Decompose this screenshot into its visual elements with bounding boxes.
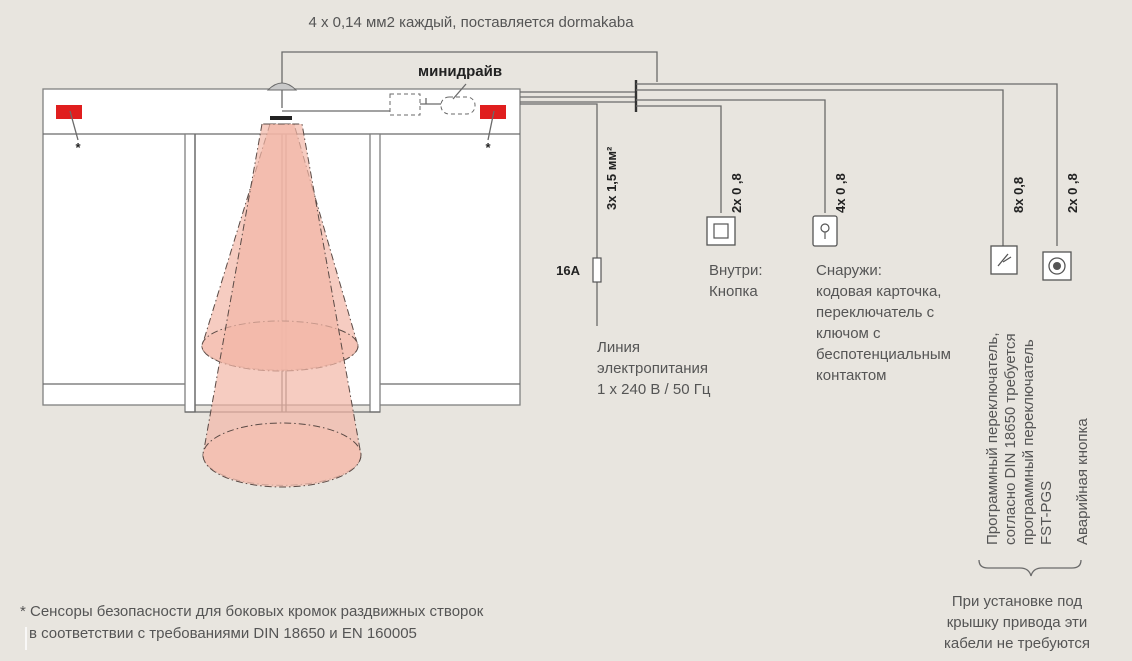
detection-field	[201, 123, 362, 488]
outside-label-4: ключом с	[816, 325, 881, 342]
outside-label-3: переключатель с	[816, 304, 935, 321]
emergency-button-dot	[1053, 262, 1061, 270]
outside-label-2: кодовая карточка,	[816, 283, 941, 300]
program-switch-knob	[997, 253, 1012, 267]
outside-label-6: контактом	[816, 367, 887, 384]
drive-unit-box	[389, 93, 421, 116]
program-label-1: Программный переключатель,	[984, 332, 1001, 545]
inside-label-2: Кнопка	[709, 283, 758, 300]
drive-motor-box	[440, 96, 476, 115]
footnote-line-1: * Сенсоры безопасности для боковых кромо…	[20, 603, 484, 620]
outside-switch-cable	[636, 99, 826, 213]
radar-sensor-icon	[266, 82, 298, 91]
emergency-label: Аварийная кнопка	[1074, 418, 1091, 545]
brace-note-3: кабели не требуются	[944, 635, 1090, 652]
key-switch-icon	[812, 215, 838, 247]
program-label-4: FST-PGS	[1038, 481, 1055, 545]
inside-cable-label: 2x 0 ,8	[729, 173, 744, 213]
left-edge-sensor	[56, 105, 82, 119]
right-sensor-leader	[487, 110, 495, 141]
outer-detection-ellipse	[202, 422, 362, 488]
outside-label-1: Снаружи:	[816, 262, 882, 279]
power-cable-label: 3x 1,5 мм²	[604, 146, 619, 210]
power-label-2: электропитания	[597, 360, 708, 377]
inside-button-cable	[636, 105, 722, 213]
emergency-button-ring	[1048, 257, 1066, 275]
top-cable-label: 4 x 0,14 мм2 каждый, поставляется dormak…	[308, 14, 634, 31]
footnote-line-2: в соответствии с требованиями DIN 18650 …	[29, 625, 417, 642]
power-label-1: Линия	[597, 339, 640, 356]
program-cable-label: 8x 0,8	[1011, 177, 1026, 213]
outside-cable-label: 4x 0 ,8	[833, 173, 848, 213]
power-cable	[520, 103, 598, 326]
inside-button-face	[713, 223, 729, 239]
program-switch-cable	[636, 89, 1004, 246]
right-edge-sensor	[480, 105, 506, 119]
emergency-button-cable	[636, 83, 1058, 246]
right-leaf-stile-outer	[369, 133, 381, 413]
brace-note-1: При установке под	[952, 593, 1083, 610]
right-sensor-mark: *	[485, 140, 491, 155]
top-cable	[281, 51, 658, 84]
minidrive-pointer	[452, 83, 467, 100]
power-label-3: 1 x 240 В / 50 Гц	[597, 381, 711, 398]
minidrive-label: минидрайв	[418, 63, 502, 80]
emergency-cable-label: 2x 0 ,8	[1065, 173, 1080, 213]
presence-sensor-bar	[270, 116, 292, 120]
program-switch-icon	[990, 245, 1018, 275]
left-sensor-leader	[69, 110, 79, 141]
inside-label-1: Внутри:	[709, 262, 763, 279]
cable-bundle	[520, 80, 638, 112]
fuse-label: 16A	[556, 263, 580, 278]
brace-note-2: крышку привода эти	[947, 614, 1088, 631]
outside-label-5: беспотенциальным	[816, 346, 951, 363]
fuse-icon	[592, 257, 602, 283]
cables-brace	[978, 559, 1082, 577]
left-sensor-mark: *	[75, 140, 81, 155]
left-leaf-stile-outer	[184, 133, 196, 413]
program-label-2: согласно DIN 18650 требуется	[1002, 333, 1019, 545]
program-label-3: программный переключатель	[1020, 339, 1037, 545]
